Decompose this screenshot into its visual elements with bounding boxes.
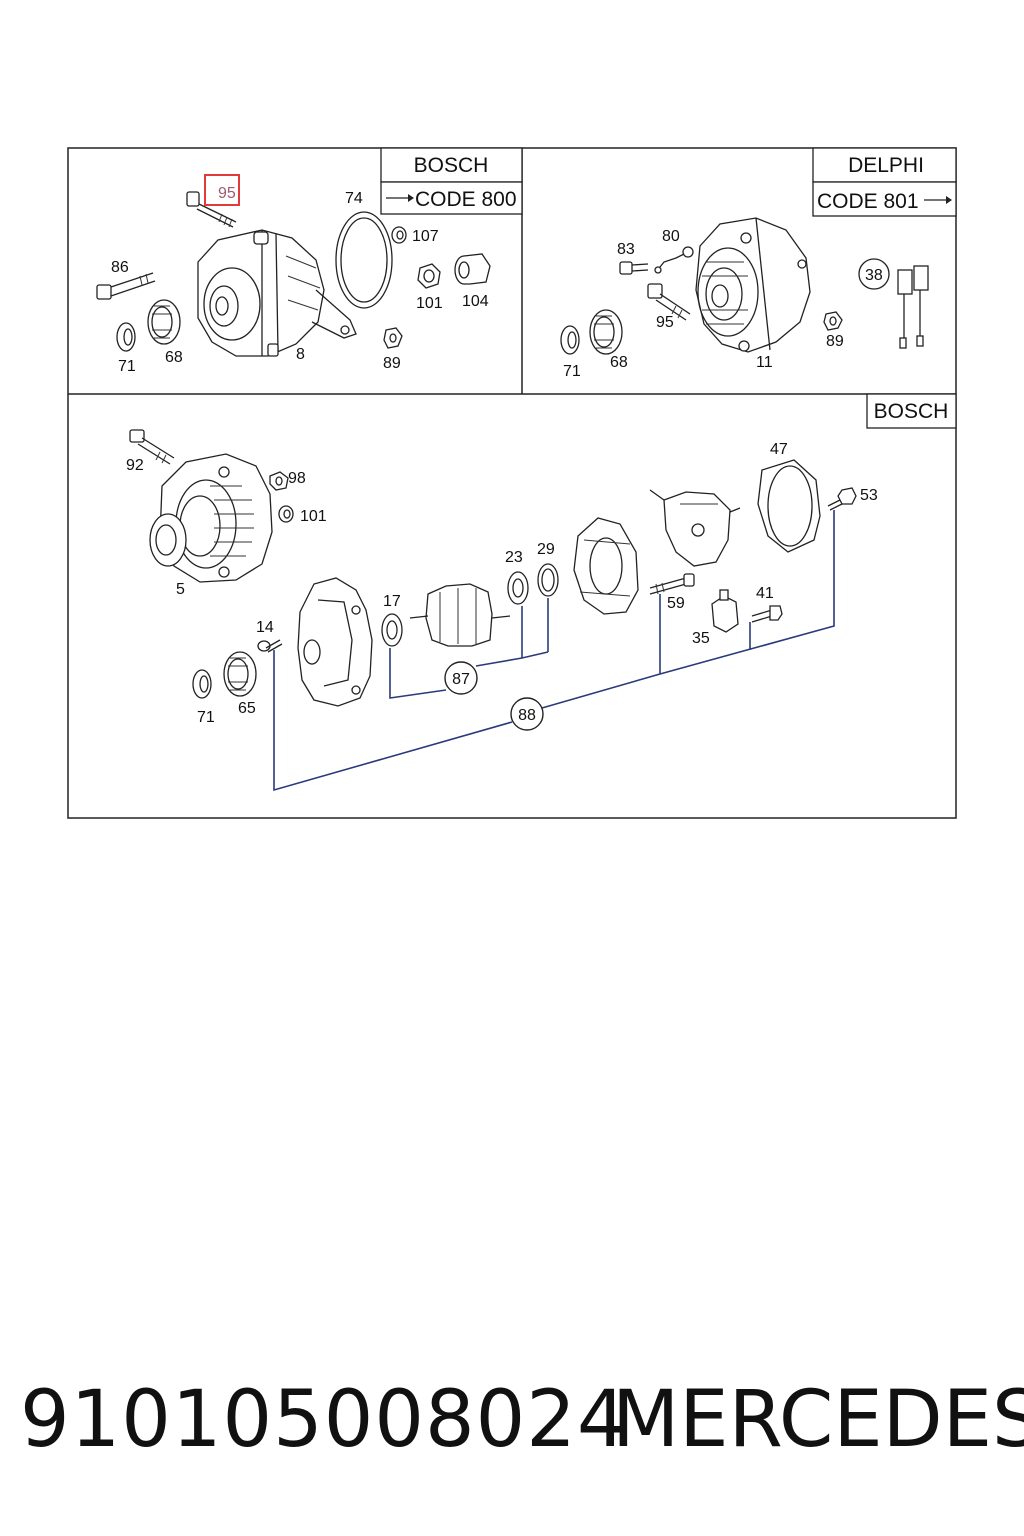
bearing-17-part bbox=[381, 613, 403, 647]
ring-74-part bbox=[335, 211, 393, 309]
pulley-68-delphi-part bbox=[589, 309, 623, 355]
screw-41-part bbox=[751, 605, 783, 623]
label-68: 68 bbox=[165, 349, 183, 366]
label-95-highlighted: 95 bbox=[218, 185, 236, 202]
regulator-35-part bbox=[711, 589, 739, 633]
clip-80-part bbox=[654, 246, 694, 274]
alternator-11-part bbox=[695, 217, 811, 353]
label-23: 23 bbox=[505, 549, 523, 566]
nut-101-part bbox=[417, 263, 441, 289]
rotor-part bbox=[409, 583, 511, 647]
label-74: 74 bbox=[345, 190, 363, 207]
label-98: 98 bbox=[288, 470, 306, 487]
code-label-800: CODE 800 bbox=[415, 188, 517, 211]
bolt-95-delphi-part bbox=[647, 283, 691, 321]
label-53: 53 bbox=[860, 487, 878, 504]
group-88-circle bbox=[510, 697, 544, 731]
label-14: 14 bbox=[256, 619, 274, 636]
rectifier-part bbox=[649, 489, 741, 567]
nut-89-part bbox=[383, 327, 403, 349]
label-71-bottom: 71 bbox=[197, 709, 215, 726]
label-101: 101 bbox=[416, 295, 443, 312]
alternator-5-part bbox=[149, 453, 273, 583]
label-71: 71 bbox=[118, 358, 136, 375]
screw-53-part bbox=[827, 487, 857, 511]
label-86: 86 bbox=[111, 259, 129, 276]
exploded-parts-diagram: BOSCH CODE 800 95 86 71 bbox=[67, 147, 957, 819]
label-29: 29 bbox=[537, 541, 555, 558]
brand-label-bosch-bottom: BOSCH bbox=[874, 400, 949, 423]
label-5: 5 bbox=[176, 581, 185, 598]
label-47: 47 bbox=[770, 441, 788, 458]
cover-47-part bbox=[757, 459, 821, 553]
seal-71-delphi-part bbox=[560, 325, 580, 355]
highlighted-part-marker[interactable] bbox=[204, 174, 240, 206]
bolt-92-part bbox=[129, 429, 175, 465]
label-38: 38 bbox=[865, 267, 883, 284]
pulley-68-part bbox=[147, 299, 181, 345]
label-35: 35 bbox=[692, 630, 710, 647]
label-89: 89 bbox=[383, 355, 401, 372]
label-107: 107 bbox=[412, 228, 439, 245]
brand-name: MERCEDES bbox=[612, 1375, 1024, 1465]
label-68-delphi: 68 bbox=[610, 354, 628, 371]
brand-label-bosch-top: BOSCH bbox=[414, 154, 489, 177]
stator-part bbox=[573, 517, 639, 615]
drive-end-housing-part bbox=[297, 577, 373, 707]
label-83: 83 bbox=[617, 241, 635, 258]
footer: 91010500802​4 MERCEDES bbox=[0, 1370, 1024, 1480]
washer-101-part bbox=[278, 505, 294, 523]
label-95: 95 bbox=[656, 314, 674, 331]
brush-holder-38-part bbox=[858, 258, 929, 349]
panel-bosch-bottom: BOSCH 92 5 bbox=[126, 393, 957, 792]
label-8: 8 bbox=[296, 346, 305, 363]
label-87: 87 bbox=[452, 671, 470, 688]
nut-89-delphi-part bbox=[823, 311, 843, 331]
pulley-65-part bbox=[223, 651, 257, 697]
bolt-83-part bbox=[619, 261, 649, 275]
seal-71-part bbox=[116, 322, 136, 352]
part-number: 91010500802​4 bbox=[20, 1375, 628, 1465]
label-80: 80 bbox=[662, 228, 680, 245]
label-89-delphi: 89 bbox=[826, 333, 844, 350]
group-87-bracket-right bbox=[475, 651, 549, 667]
bolt-59-part bbox=[649, 573, 695, 595]
label-88: 88 bbox=[518, 707, 536, 724]
label-59: 59 bbox=[667, 595, 685, 612]
label-101-bottom: 101 bbox=[300, 508, 327, 525]
label-65: 65 bbox=[238, 700, 256, 717]
label-92: 92 bbox=[126, 457, 144, 474]
label-11: 11 bbox=[756, 354, 773, 371]
screw-14-part bbox=[257, 639, 283, 653]
bolt-86-part bbox=[96, 272, 156, 300]
label-104: 104 bbox=[462, 293, 489, 310]
group-87-bracket bbox=[389, 648, 447, 699]
group-88-bracket bbox=[273, 650, 513, 792]
bolt-95-part bbox=[186, 191, 237, 228]
group-88-bracket-right bbox=[541, 510, 835, 709]
group-87-circle bbox=[444, 661, 478, 695]
ring-29-part bbox=[537, 563, 559, 597]
panel-delphi-code-801: DELPHI CODE 801 83 80 95 bbox=[560, 147, 957, 380]
seal-71-bottom-part bbox=[192, 669, 212, 699]
label-17: 17 bbox=[383, 593, 401, 610]
label-71-delphi: 71 bbox=[563, 363, 581, 380]
label-41: 41 bbox=[756, 585, 774, 602]
bearing-23-part bbox=[507, 571, 529, 605]
alternator-8-part bbox=[197, 229, 357, 357]
panel-bosch-code-800: BOSCH CODE 800 95 86 71 bbox=[96, 147, 523, 375]
washer-107-part bbox=[391, 226, 407, 244]
code-label-801: CODE 801 bbox=[817, 190, 919, 213]
brand-label-delphi: DELPHI bbox=[848, 154, 924, 177]
nut-98-part bbox=[269, 471, 289, 491]
bushing-104-part bbox=[454, 253, 491, 285]
